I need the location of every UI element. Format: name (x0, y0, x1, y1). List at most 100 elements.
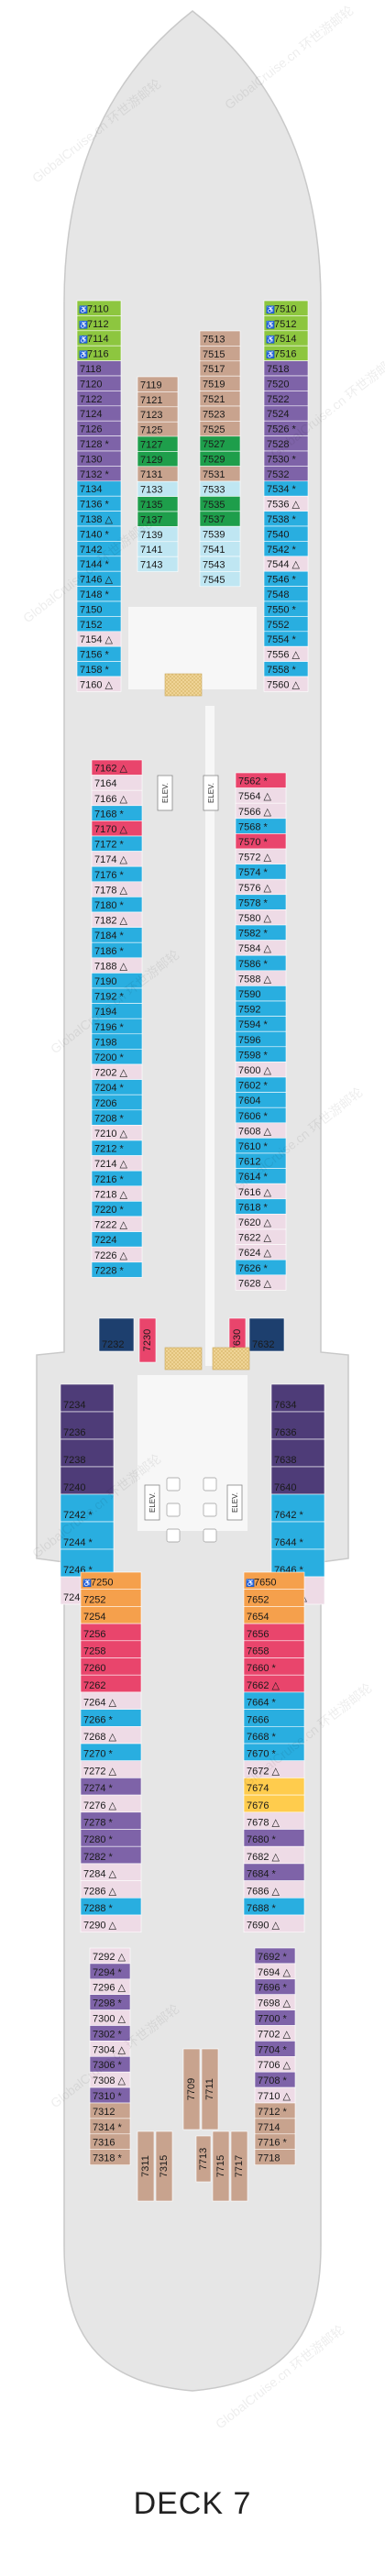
cabin: 7552 (263, 616, 309, 633)
cabin: 7717 (230, 2130, 248, 2202)
cabin-number: 7236 (63, 1427, 85, 1438)
cabin: ♿7112 (76, 315, 122, 332)
cabin: 7523 (199, 405, 241, 422)
cabin: 7272 △ (80, 1760, 142, 1778)
cabin: ♿7516 (263, 345, 309, 361)
cabin: 7180 * (91, 897, 143, 913)
accessible-icon: ♿ (79, 350, 88, 359)
cabin-number: 7274 * (83, 1783, 114, 1794)
cabin: 7131 (137, 466, 179, 482)
cabin: 7228 * (91, 1261, 143, 1278)
cabin: 7660 * (243, 1657, 305, 1676)
cabin-number: 7244 * (63, 1537, 94, 1548)
cabin: 7258 (80, 1640, 142, 1658)
cabin: 7533 (199, 480, 241, 497)
cabin-number: 7286 △ (83, 1886, 117, 1897)
cabin: 7518 (263, 360, 309, 377)
elevator-shaft-icon (166, 1503, 181, 1517)
cabin: 7292 △ (89, 1947, 131, 1965)
cabin: 7314 * (89, 2118, 131, 2135)
cabin-number: 7133 (140, 485, 162, 496)
cabin-number: 7517 (203, 364, 225, 375)
cabin: 7276 △ (80, 1794, 142, 1813)
cabin-number: 7662 △ (247, 1680, 280, 1691)
cabin-block (243, 1914, 305, 1933)
cabin-number: 7224 (94, 1235, 116, 1246)
cabin: 7556 △ (263, 645, 309, 662)
cabin-block (80, 1914, 142, 1933)
cabin-number: 7152 (80, 620, 102, 631)
cabin: 7539 (199, 525, 241, 542)
cabin-number: 7232 (102, 1339, 124, 1350)
cabin: 7620 △ (235, 1214, 287, 1230)
cabin-number: 7124 (80, 409, 102, 420)
cabin-number: 7262 (83, 1680, 105, 1691)
cabin-number: 7148 * (80, 589, 110, 600)
cabin-number: 7114 (87, 334, 109, 345)
cabin-number: 7642 * (274, 1510, 304, 1521)
cabin: 7704 * (254, 2041, 296, 2057)
cabin-number: 7578 * (238, 897, 269, 908)
cabin-number: 7660 * (247, 1663, 277, 1674)
cabin: 7252 (80, 1589, 142, 1607)
cabin: 7546 * (263, 570, 309, 587)
elevator-shaft-icon (166, 1477, 181, 1492)
cabin: 7628 △ (235, 1274, 287, 1291)
cabin-number: 7632 (252, 1339, 274, 1350)
cabin-number: 7560 △ (267, 679, 301, 690)
cabin-number: 7600 △ (238, 1065, 272, 1076)
cabin: 7708 * (254, 2071, 296, 2088)
cabin-number: 7548 (267, 589, 289, 600)
cabin-number: 7312 (93, 2107, 115, 2118)
cabin: 7642 * (270, 1493, 325, 1523)
cabin-number: 7529 (203, 455, 225, 466)
cabin-block (270, 1466, 325, 1495)
cabin-number: 7523 (203, 409, 225, 420)
cabin-number: 7576 △ (238, 883, 272, 894)
cabin: 7122 (76, 391, 122, 407)
cabin-block (137, 2130, 155, 2202)
cabin: 7140 * (76, 525, 122, 542)
cabin-number: 7194 (94, 1007, 116, 1018)
cabin-number: 7706 △ (258, 2060, 292, 2071)
cabin: 7124 (76, 405, 122, 422)
cabin: 7121 (137, 391, 179, 408)
cabin: 7534 * (263, 480, 309, 497)
cabin-number: 7674 (247, 1783, 269, 1794)
cabin-number: 7284 △ (83, 1869, 117, 1880)
accessible-icon: ♿ (266, 304, 275, 314)
cabin-number: 7196 * (94, 1022, 125, 1033)
cabin: 7714 (254, 2118, 296, 2135)
cabin-number: 7264 △ (83, 1698, 117, 1709)
cabin: 7204 * (91, 1079, 143, 1095)
cabin-number: 7206 (94, 1098, 116, 1109)
elevator: ELEV. (226, 1484, 243, 1521)
cabin-number: 7638 (274, 1455, 296, 1466)
cabin: 7143 (137, 556, 179, 572)
elevator: ELEV. (144, 1484, 160, 1521)
cabin: 7702 △ (254, 2025, 296, 2042)
cabin: ♿7514 (263, 330, 309, 347)
elevator: ELEV. (203, 775, 219, 811)
cabin-number: 7709 (186, 2078, 197, 2100)
cabin: 7123 (137, 406, 179, 423)
cabin-number: 7192 * (94, 992, 125, 1003)
cabin-block (137, 556, 179, 572)
cabin: 7626 * (235, 1259, 287, 1276)
cabin-number: 7664 * (247, 1698, 277, 1709)
cabin-number: 7260 (83, 1663, 105, 1674)
cabin: 7226 △ (91, 1246, 143, 1263)
cabin-number: 7654 (247, 1612, 269, 1623)
cabin-number: 7208 * (94, 1113, 125, 1124)
cabin-number: 7276 △ (83, 1800, 117, 1811)
cabin-number: 7682 △ (247, 1852, 280, 1863)
cabin: 7244 * (60, 1521, 115, 1550)
cabin-number: 7542 * (267, 545, 297, 556)
cabin-number: 7568 * (238, 821, 269, 832)
cabin: 7535 (199, 496, 241, 512)
cabin-number: 7708 * (258, 2075, 288, 2086)
cabin-number: 7539 (203, 530, 225, 541)
cabin-number: 7520 (267, 379, 289, 390)
cabin-number: 7123 (140, 410, 162, 421)
cabin-number: 7316 (93, 2138, 115, 2149)
